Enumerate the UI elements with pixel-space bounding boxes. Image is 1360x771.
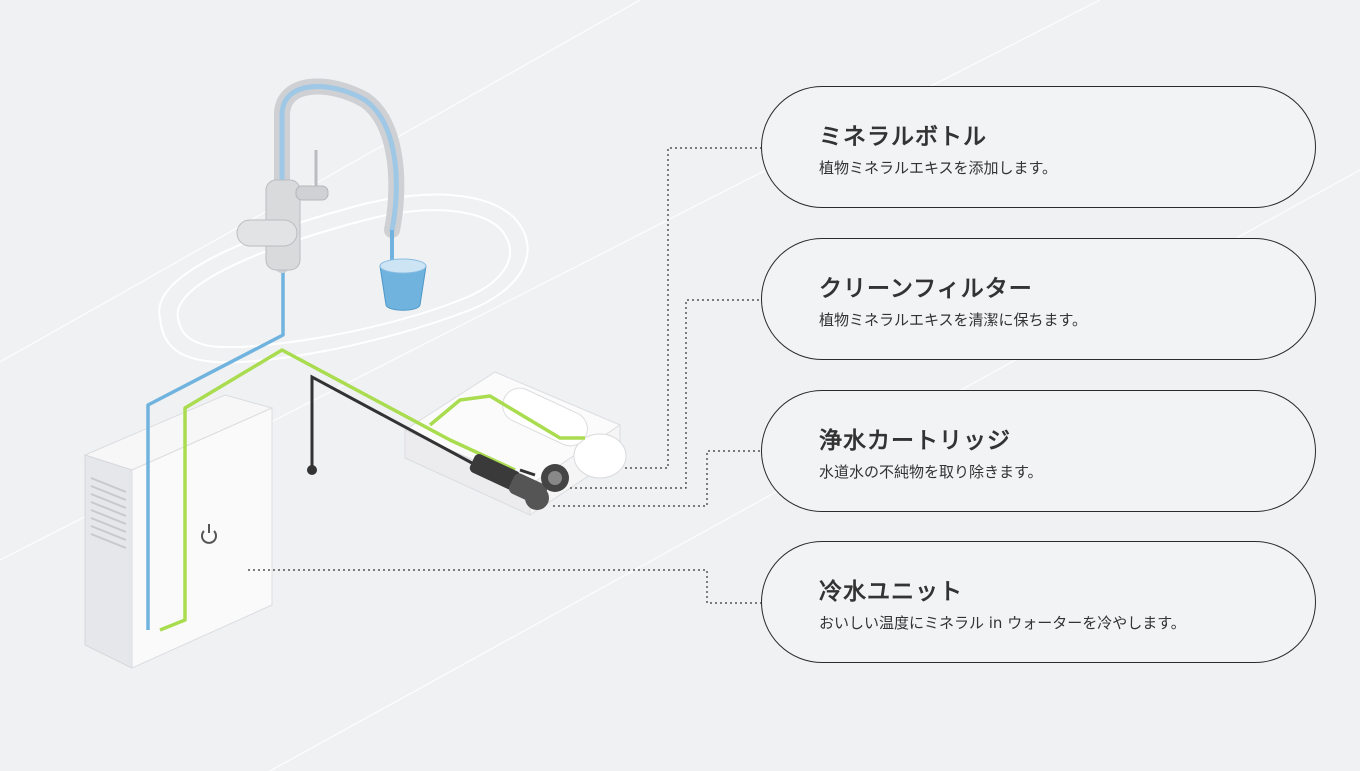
card-title: ミネラルボトル — [819, 124, 987, 150]
component-card-mineral-bottle: ミネラルボトル 植物ミネラルエキスを添加します。 — [761, 86, 1316, 208]
card-description: 植物ミネラルエキスを清潔に保ちます。 — [819, 311, 1088, 329]
component-card-chiller-unit: 冷水ユニット おいしい温度にミネラル in ウォーターを冷やします。 — [761, 541, 1316, 663]
card-title: クリーンフィルター — [819, 276, 1033, 302]
card-description: 水道水の不純物を取り除きます。 — [819, 463, 1043, 481]
mineral-line — [159, 348, 585, 632]
power-icon — [201, 524, 217, 544]
fittings — [469, 454, 569, 510]
drain-line — [310, 374, 536, 477]
sink-outline — [158, 193, 529, 364]
card-description: おいしい温度にミネラル in ウォーターを冷やします。 — [819, 614, 1186, 632]
chiller-unit-icon — [83, 394, 274, 669]
component-card-purification-cartridge: 浄水カートリッジ 水道水の不純物を取り除きます。 — [761, 390, 1316, 512]
leader-lines — [248, 147, 761, 604]
cold-water-line — [146, 265, 285, 630]
water-cup-icon — [379, 258, 427, 311]
card-title: 冷水ユニット — [819, 579, 963, 605]
card-title: 浄水カートリッジ — [819, 428, 1011, 454]
component-card-clean-filter: クリーンフィルター 植物ミネラルエキスを清潔に保ちます。 — [761, 238, 1316, 360]
card-description: 植物ミネラルエキスを添加します。 — [819, 159, 1058, 177]
faucet-icon — [236, 78, 405, 273]
